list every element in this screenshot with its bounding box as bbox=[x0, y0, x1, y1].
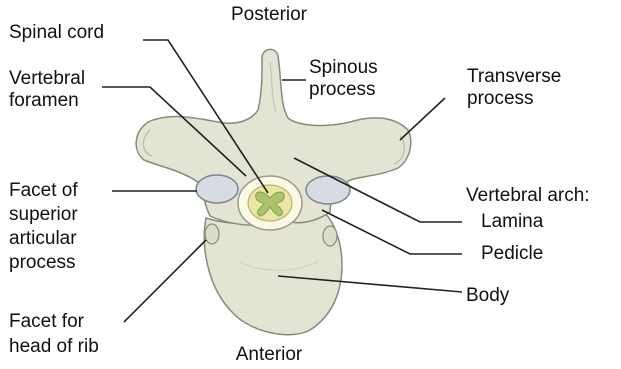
vertebral-body bbox=[204, 214, 342, 335]
label-facet-rib-line-1: Facet for bbox=[9, 309, 99, 334]
label-vertebral-foramen: Vertebral foramen bbox=[9, 68, 85, 112]
label-facet-superior-line-1: Facet of bbox=[9, 179, 78, 203]
label-spinal-cord: Spinal cord bbox=[9, 22, 104, 44]
label-transverse-process-line-1: Transverse bbox=[467, 66, 561, 88]
superior-articular-facet-left bbox=[196, 175, 238, 203]
rib-facet-right bbox=[323, 226, 337, 246]
label-transverse-process-line-2: process bbox=[467, 88, 561, 110]
label-facet-superior-line-4: process bbox=[9, 251, 78, 275]
label-facet-superior-articular: Facet of superior articular process bbox=[9, 179, 78, 275]
label-posterior: Posterior bbox=[214, 4, 324, 26]
leader-pedicle bbox=[322, 210, 462, 254]
label-vertebral-arch: Vertebral arch: bbox=[466, 185, 590, 207]
label-spinous-process-line-2: process bbox=[309, 79, 378, 101]
label-facet-rib: Facet for head of rib bbox=[9, 309, 99, 359]
label-spinous-process-line-1: Spinous bbox=[309, 57, 378, 79]
label-lamina: Lamina bbox=[481, 211, 543, 233]
label-spinous-process: Spinous process bbox=[309, 57, 378, 101]
rib-facet-left bbox=[205, 224, 219, 244]
label-transverse-process: Transverse process bbox=[467, 66, 561, 110]
label-body: Body bbox=[466, 285, 509, 307]
label-anterior: Anterior bbox=[214, 344, 324, 366]
label-pedicle: Pedicle bbox=[481, 243, 543, 265]
label-vertebral-foramen-line-2: foramen bbox=[9, 90, 85, 112]
leader-facet-rib bbox=[124, 240, 206, 322]
label-facet-superior-line-2: superior bbox=[9, 203, 78, 227]
label-vertebral-foramen-line-1: Vertebral bbox=[9, 68, 85, 90]
label-facet-rib-line-2: head of rib bbox=[9, 334, 99, 359]
superior-articular-facet-right bbox=[306, 176, 350, 204]
leader-transverse-process bbox=[400, 98, 445, 140]
label-facet-superior-line-3: articular bbox=[9, 227, 78, 251]
